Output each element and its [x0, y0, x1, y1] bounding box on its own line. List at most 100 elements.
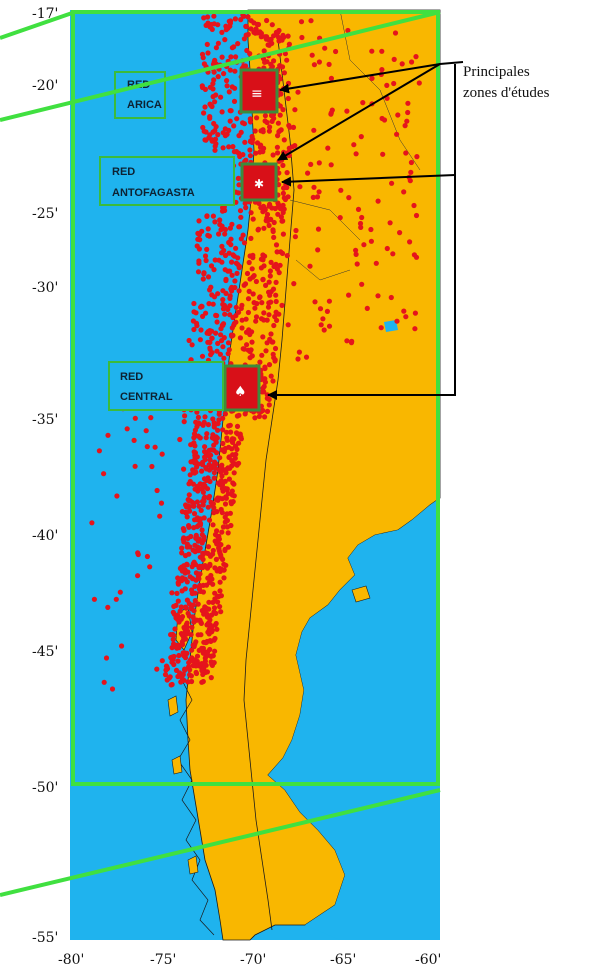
- atlantic-ocean: [268, 498, 440, 940]
- seismicity-dot: [379, 67, 385, 73]
- seismicity-dot: [346, 195, 352, 201]
- seismicity-dot: [227, 118, 233, 124]
- seismicity-dot: [203, 435, 209, 441]
- seismicity-dot: [169, 645, 175, 651]
- seismicity-dot: [254, 21, 260, 27]
- network-label-central-line2: CENTRAL: [120, 391, 173, 403]
- seismicity-dot: [298, 19, 305, 25]
- seismicity-dot: [200, 678, 206, 685]
- seismicity-dot: [378, 325, 384, 331]
- seismicity-dot: [244, 270, 251, 277]
- seismicity-dot: [264, 408, 271, 414]
- y-tick-label: -17': [32, 6, 58, 22]
- seismicity-dot: [212, 648, 218, 654]
- seismicity-dot: [203, 22, 209, 28]
- seismicity-dot: [275, 29, 281, 35]
- seismicity-dot: [262, 365, 268, 372]
- seismicity-dot: [183, 510, 189, 516]
- seismicity-dot: [351, 142, 357, 148]
- seismicity-dot: [203, 310, 209, 316]
- seismicity-dot: [223, 562, 229, 568]
- seismicity-dot: [188, 673, 194, 679]
- seismicity-dot: [215, 291, 221, 297]
- network-box-central: ♠: [223, 364, 261, 412]
- seismicity-dot: [260, 276, 266, 282]
- seismicity-dot: [212, 147, 218, 153]
- seismicity-dot: [201, 271, 207, 277]
- seismicity-dot: [187, 478, 193, 485]
- seismicity-dot: [411, 202, 417, 209]
- seismicity-dot: [205, 14, 211, 20]
- seismicity-dot: [271, 58, 277, 64]
- seismicity-dot: [289, 144, 295, 150]
- seismicity-dot: [250, 216, 256, 222]
- seismicity-dot: [124, 426, 130, 432]
- seismicity-dot: [262, 59, 268, 65]
- seismicity-dot: [324, 308, 330, 314]
- seismicity-dot: [241, 121, 247, 127]
- seismicity-dot: [315, 226, 322, 232]
- seismicity-dot: [213, 497, 220, 503]
- seismicity-dot: [213, 330, 219, 336]
- network-label-arica: RED ARICA: [114, 71, 166, 119]
- seismicity-dot: [243, 205, 249, 211]
- seismicity-dot: [186, 337, 192, 344]
- y-tick-label: -50': [32, 780, 58, 796]
- seismicity-dot: [273, 279, 279, 285]
- seismicity-dot: [311, 184, 317, 190]
- seismicity-dot: [162, 672, 169, 678]
- seismicity-dot: [195, 548, 202, 554]
- seismicity-dot: [390, 251, 396, 257]
- seismicity-dot: [268, 289, 274, 295]
- seismicity-dot: [208, 352, 214, 358]
- seismicity-dot: [252, 128, 258, 134]
- seismicity-dot: [208, 263, 215, 269]
- x-tick-label: -70': [240, 952, 266, 968]
- seismicity-dot: [177, 670, 183, 676]
- seismicity-dot: [405, 109, 411, 116]
- seismicity-dot: [192, 590, 198, 596]
- seismicity-dot: [207, 101, 213, 107]
- seismicity-dot: [206, 447, 212, 453]
- seismicity-dot: [196, 232, 202, 238]
- seismicity-dot: [211, 660, 217, 666]
- seismicity-dot: [265, 42, 271, 48]
- seismicity-dot: [192, 486, 198, 492]
- seismicity-dot: [270, 152, 276, 158]
- seismicity-dot: [226, 144, 232, 150]
- seismicity-dot: [238, 236, 244, 242]
- seismicity-dot: [199, 527, 205, 533]
- seismicity-dot: [227, 67, 233, 73]
- province-borders: [289, 9, 421, 281]
- seismicity-dot: [214, 450, 220, 456]
- seismicity-dot: [195, 414, 201, 420]
- svg-text:≡: ≡: [251, 86, 263, 102]
- seismicity-dot: [226, 454, 232, 460]
- seismicity-dot: [251, 300, 257, 306]
- seismicity-dot: [333, 48, 339, 55]
- seismicity-dot: [179, 568, 185, 574]
- seismicity-dot: [283, 184, 289, 190]
- seismicity-dot: [210, 463, 217, 469]
- seismicity-dot: [191, 470, 198, 476]
- seismicity-dot: [395, 112, 401, 118]
- seismicity-dot: [216, 257, 222, 263]
- seismicity-dot: [211, 69, 217, 75]
- seismicity-dot: [194, 464, 200, 470]
- seismicity-dot: [232, 16, 238, 22]
- seismicity-dot: [234, 462, 240, 468]
- seismicity-dot: [392, 30, 399, 36]
- seismicity-dot: [309, 52, 315, 58]
- seismicity-dot: [268, 373, 274, 379]
- seismicity-dot: [89, 520, 95, 526]
- seismicity-dot: [253, 278, 259, 285]
- seismicity-dot: [175, 580, 181, 586]
- seismicity-dot: [236, 412, 242, 418]
- seismicity-dot: [229, 488, 235, 494]
- seismicity-dot: [182, 553, 189, 559]
- seismicity-dot: [233, 319, 239, 325]
- y-tick-label: -25': [32, 206, 58, 222]
- seismicity-dot: [175, 658, 181, 664]
- seismicity-dot: [260, 334, 266, 340]
- seismicity-dot: [269, 64, 275, 70]
